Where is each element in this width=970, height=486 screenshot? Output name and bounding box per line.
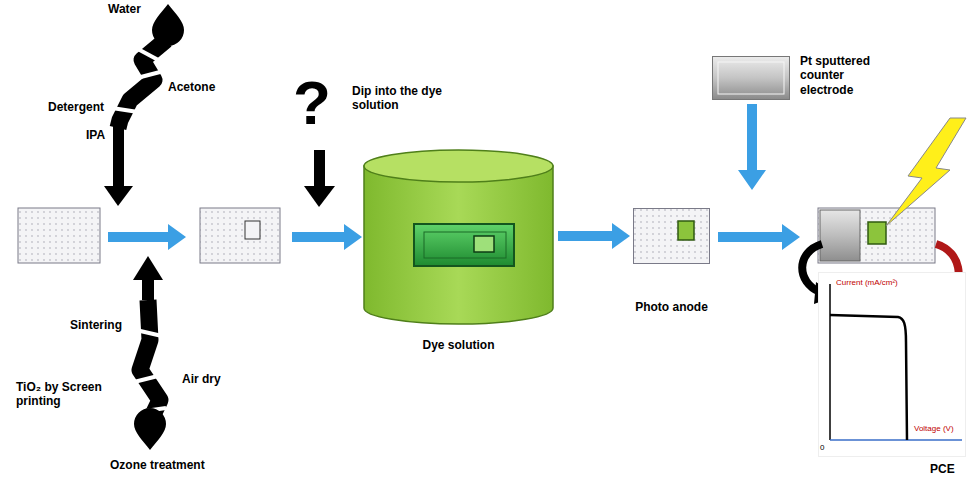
question-mark: ? <box>293 72 331 134</box>
step-label: TiO₂ by Screen printing <box>16 380 108 409</box>
step-label: Acetone <box>168 80 215 94</box>
step-label: Ozone treatment <box>110 458 205 472</box>
substrate <box>200 208 280 263</box>
node-label: Pt sputtered counter electrode <box>800 54 888 97</box>
step-label: IPA <box>86 128 105 142</box>
step-label: Air dry <box>182 372 221 386</box>
step-label: Water <box>108 2 141 16</box>
jv-graph: Current (mA/cm²) Voltage (V) 0PCE <box>818 272 966 477</box>
node-shape <box>712 56 790 100</box>
node-label: Current (mA/cm²) <box>836 278 898 288</box>
assembled-cell <box>818 208 935 263</box>
node-label: Photo anode <box>633 300 710 314</box>
step-label: Dip into the dye solution <box>352 84 456 113</box>
node-label: 0 <box>820 443 824 453</box>
node-label: Dye solution <box>362 338 555 352</box>
cleaning-symbol <box>104 4 184 206</box>
node-label: PCE <box>930 462 955 476</box>
step-label: Detergent <box>48 100 104 114</box>
process-arrow <box>558 223 630 249</box>
dip-arrow <box>304 150 335 207</box>
node-shape <box>633 208 710 264</box>
coating-symbol <box>133 256 166 450</box>
step-label: Sintering <box>70 318 122 332</box>
dye-bath: Dye solution <box>362 148 555 352</box>
tio2-film <box>245 221 260 239</box>
light-bolt <box>886 118 966 226</box>
node-shape <box>362 148 555 326</box>
counter-electrode: Pt sputtered counter electrode <box>712 56 888 100</box>
substrate <box>18 208 100 263</box>
photo-anode: Photo anode <box>633 208 710 314</box>
node-label: Voltage (V) <box>914 424 954 434</box>
